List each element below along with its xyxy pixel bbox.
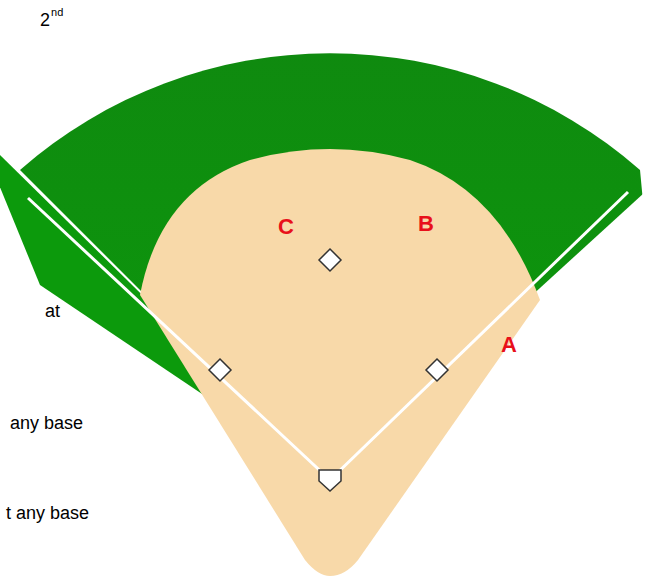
infield-dirt bbox=[140, 149, 540, 576]
position-letter: A bbox=[501, 332, 517, 358]
foul-line bbox=[28, 198, 330, 480]
first-base bbox=[426, 359, 448, 381]
cut-note: t any base bbox=[6, 503, 89, 525]
position-letter: C bbox=[278, 214, 294, 240]
cut-note: nd bbox=[51, 6, 63, 19]
third-base bbox=[209, 359, 231, 381]
position-letter: B bbox=[418, 211, 434, 237]
cut-note: at bbox=[45, 301, 60, 323]
cut-note: any base bbox=[10, 413, 83, 435]
second-base bbox=[319, 249, 341, 271]
cut-note: 2 bbox=[40, 10, 50, 32]
foul-line bbox=[330, 192, 628, 480]
home-plate bbox=[319, 470, 341, 491]
